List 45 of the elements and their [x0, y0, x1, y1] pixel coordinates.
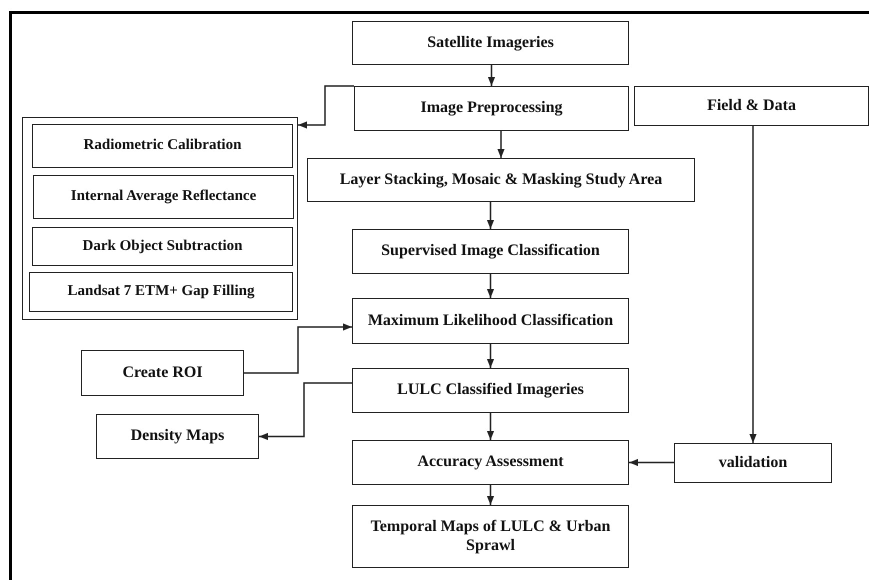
box-label: Supervised Image Classification — [381, 242, 600, 261]
arrow — [749, 126, 757, 443]
process-box — [354, 86, 629, 131]
process-box — [352, 440, 629, 485]
arrow — [486, 485, 494, 505]
process-box — [352, 21, 629, 65]
process-box — [32, 227, 293, 266]
box-label: Field & Data — [707, 96, 796, 116]
box-label: validation — [718, 454, 788, 472]
arrow — [486, 202, 494, 229]
process-box — [32, 124, 293, 168]
process-box — [352, 368, 629, 413]
box-label: Layer Stacking, Mosaic & Masking Study Area — [340, 170, 662, 190]
process-box — [352, 229, 629, 274]
arrow — [486, 274, 494, 298]
process-box — [674, 443, 832, 483]
box-label: Landsat 7 ETM+ Gap Filling — [68, 283, 254, 301]
process-box — [81, 350, 244, 396]
process-box — [307, 158, 695, 202]
arrow — [244, 323, 352, 374]
arrow — [629, 458, 674, 466]
process-box — [634, 86, 869, 126]
arrow — [488, 65, 496, 86]
process-box — [33, 175, 294, 219]
arrow — [486, 344, 494, 368]
arrow — [497, 131, 505, 158]
arrow — [259, 382, 352, 440]
box-label: Dark Object Subtraction — [82, 238, 242, 256]
group-box — [22, 117, 298, 320]
box-label: Radiometric Calibration — [84, 137, 242, 155]
process-box — [352, 298, 629, 344]
box-label: Satellite Imageries — [427, 34, 554, 52]
arrow — [486, 413, 494, 440]
arrow — [298, 85, 354, 129]
box-label: Internal Average Reflectance — [70, 188, 256, 206]
box-label: Temporal Maps of LULC & Urban Sprawl — [370, 518, 612, 555]
process-box — [352, 505, 629, 568]
box-label: LULC Classified Imageries — [397, 381, 584, 400]
box-label: Maximum Likelihood Classification — [368, 312, 614, 330]
process-box — [29, 272, 293, 312]
box-label: Density Maps — [130, 427, 224, 446]
box-label: Create ROI — [122, 364, 203, 382]
box-label: Accuracy Assessment — [417, 453, 564, 472]
box-label: Image Preprocessing — [420, 99, 563, 118]
process-box — [96, 414, 259, 459]
